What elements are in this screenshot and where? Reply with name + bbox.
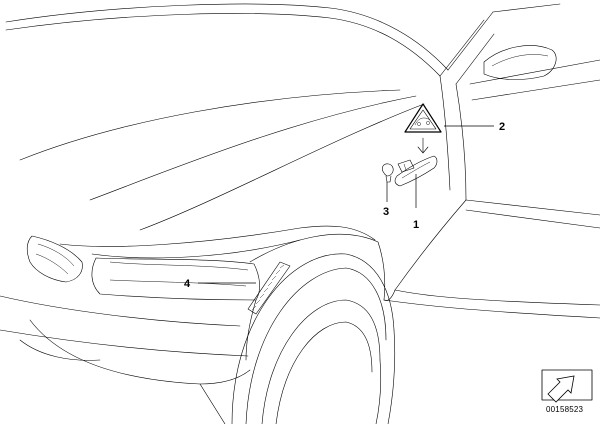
side-marker-lamp <box>394 155 438 187</box>
front-wheel <box>231 253 396 424</box>
side-reflector <box>247 261 291 315</box>
callout-2: 2 <box>499 121 505 133</box>
warning-triangle-icon <box>404 103 442 154</box>
callout-lines <box>198 125 494 284</box>
callout-4: 4 <box>184 278 191 290</box>
bulb <box>382 163 394 183</box>
arrow-icon[interactable] <box>541 369 593 403</box>
car-body-outline <box>0 3 600 424</box>
diagram-id: 00158523 <box>546 405 584 414</box>
callout-3: 3 <box>383 206 389 218</box>
callout-1: 1 <box>413 219 419 231</box>
side-mirror <box>483 45 557 80</box>
